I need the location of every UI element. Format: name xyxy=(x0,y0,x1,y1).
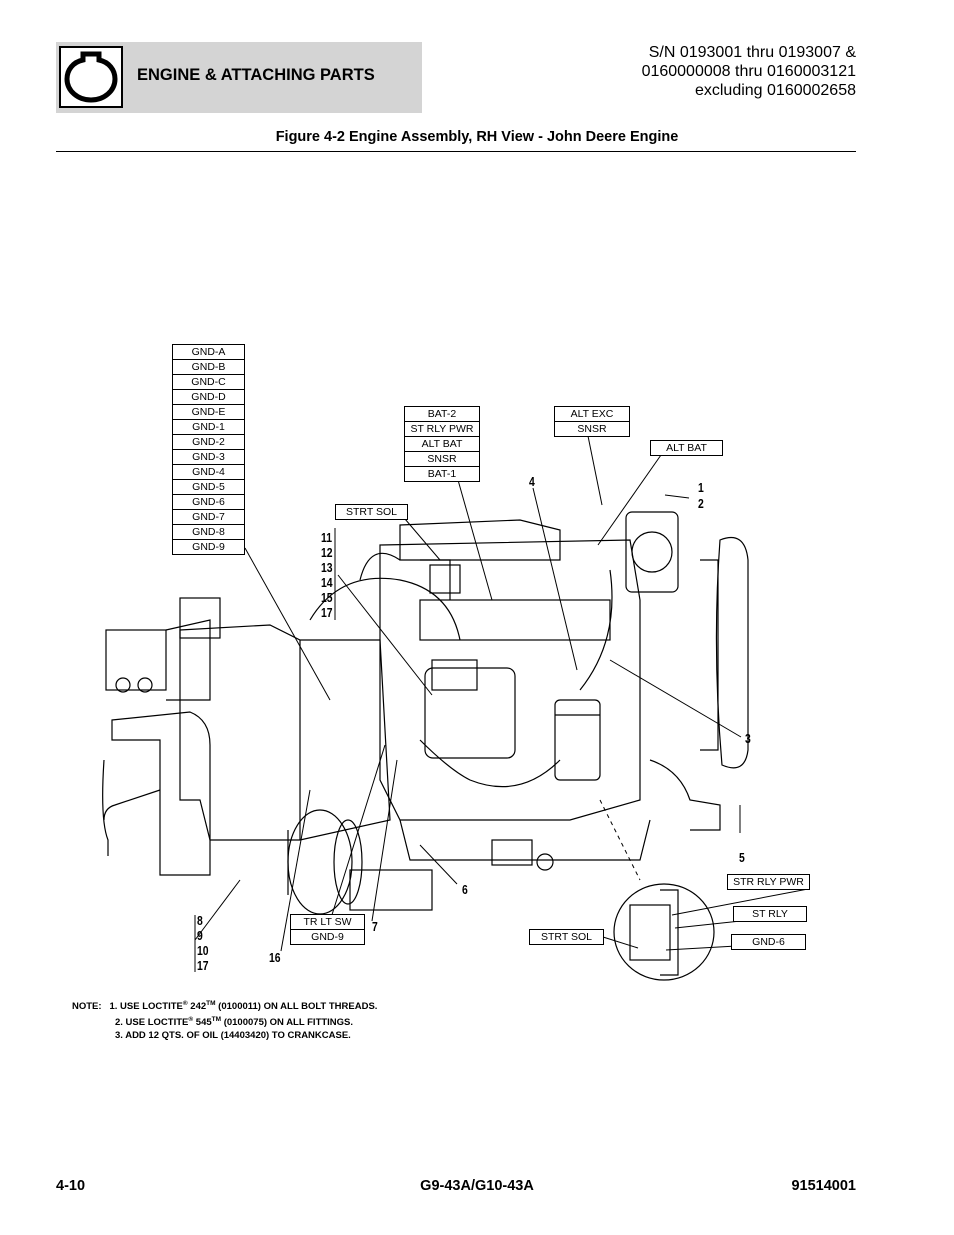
model-number: G9-43A/G10-43A xyxy=(420,1178,534,1194)
wire-label: STRT SOL xyxy=(529,929,604,945)
wire-label: SNSR xyxy=(577,423,607,435)
note-row: 3. ADD 12 QTS. OF OIL (14403420) TO CRAN… xyxy=(115,1030,351,1042)
callout-number: 5 xyxy=(739,850,745,865)
serial-number-range: S/N 0193001 thru 0193007 & 0160000008 th… xyxy=(642,43,856,100)
callout-number: 2 xyxy=(698,496,704,511)
wire-label: BAT-1 xyxy=(427,468,457,480)
callout-number: 9 xyxy=(197,928,203,943)
callout-number: 15 xyxy=(321,590,333,605)
wire-label: ALT BAT xyxy=(650,440,723,456)
callout-number: 3 xyxy=(745,731,751,746)
callout-group: 8 9 10 17 xyxy=(197,913,209,973)
callout-number: 1 xyxy=(698,480,704,495)
wire-label: ST RLY xyxy=(733,906,807,922)
callout-number: 16 xyxy=(269,950,281,965)
callout-number: 7 xyxy=(372,919,378,934)
wire-label: GND-1 xyxy=(173,420,244,435)
callout-number: 6 xyxy=(462,882,468,897)
wire-label: GND-2 xyxy=(173,435,244,450)
wire-label: GND-3 xyxy=(173,450,244,465)
callout-number: 13 xyxy=(321,560,333,575)
header-divider xyxy=(56,151,856,152)
transmission-switch-labels: TR LT SW GND-9 xyxy=(290,914,365,945)
callout-number: 12 xyxy=(321,545,333,560)
wire-label: GND-6 xyxy=(731,934,806,950)
wire-label: GND-5 xyxy=(173,480,244,495)
ground-wire-labels: GND-A GND-B GND-C GND-D GND-E GND-1 GND-… xyxy=(172,344,245,555)
wire-label: GND-7 xyxy=(173,510,244,525)
callout-group: 11 12 13 14 15 17 xyxy=(321,530,333,620)
wire-label: ST RLY PWR xyxy=(405,422,479,437)
callout-number: 8 xyxy=(197,913,203,928)
note-row: 2. USE LOCTITE® 545TM (0100075) ON ALL F… xyxy=(115,1016,354,1029)
wire-label: TR LT SW xyxy=(291,915,364,930)
serial-line: 0160000008 thru 0160003121 xyxy=(641,63,856,80)
page-number: 4-10 xyxy=(56,1178,86,1194)
callout-number: 17 xyxy=(197,958,209,973)
callout-number: 11 xyxy=(321,530,332,545)
wire-label: SNSR xyxy=(405,452,479,467)
wire-label: GND-4 xyxy=(173,465,244,480)
serial-line: S/N 0193001 thru 0193007 & xyxy=(648,44,856,61)
wire-label: GND-D xyxy=(173,390,244,405)
battery-wire-labels: BAT-2 ST RLY PWR ALT BAT SNSR BAT-1 xyxy=(404,406,480,482)
callout-number: 10 xyxy=(197,943,209,958)
document-number: 91514001 xyxy=(791,1178,856,1194)
serial-line: excluding 0160002658 xyxy=(694,82,856,99)
wire-label: GND-E xyxy=(173,405,244,420)
note-prefix: NOTE: xyxy=(72,1001,102,1013)
wire-label: GND-8 xyxy=(173,525,244,540)
wire-label: GND-9 xyxy=(311,931,344,943)
callout-number: 4 xyxy=(529,474,535,489)
wire-label: ALT EXC xyxy=(555,407,629,422)
wire-label: STR RLY PWR xyxy=(727,874,810,890)
assembly-notes: NOTE: 1. USE LOCTITE® 242TM (0100011) ON… xyxy=(72,997,377,1042)
wire-label: GND-9 xyxy=(192,541,225,553)
callout-number: 17 xyxy=(321,605,333,620)
wire-label: GND-B xyxy=(173,360,244,375)
wire-label: ALT BAT xyxy=(405,437,479,452)
figure-title: Figure 4-2 Engine Assembly, RH View - Jo… xyxy=(275,129,679,145)
wire-label: GND-C xyxy=(173,375,244,390)
alternator-exc-labels: ALT EXC SNSR xyxy=(554,406,630,437)
wire-label: GND-6 xyxy=(173,495,244,510)
note-row: NOTE: 1. USE LOCTITE® 242TM (0100011) ON… xyxy=(72,1000,378,1013)
engine-section-icon xyxy=(59,46,123,108)
callout-number: 14 xyxy=(321,575,333,590)
wire-label: STRT SOL xyxy=(335,504,408,520)
section-title: ENGINE & ATTACHING PARTS xyxy=(137,66,375,84)
wire-label: BAT-2 xyxy=(405,407,479,422)
wire-label: GND-A xyxy=(173,345,244,360)
